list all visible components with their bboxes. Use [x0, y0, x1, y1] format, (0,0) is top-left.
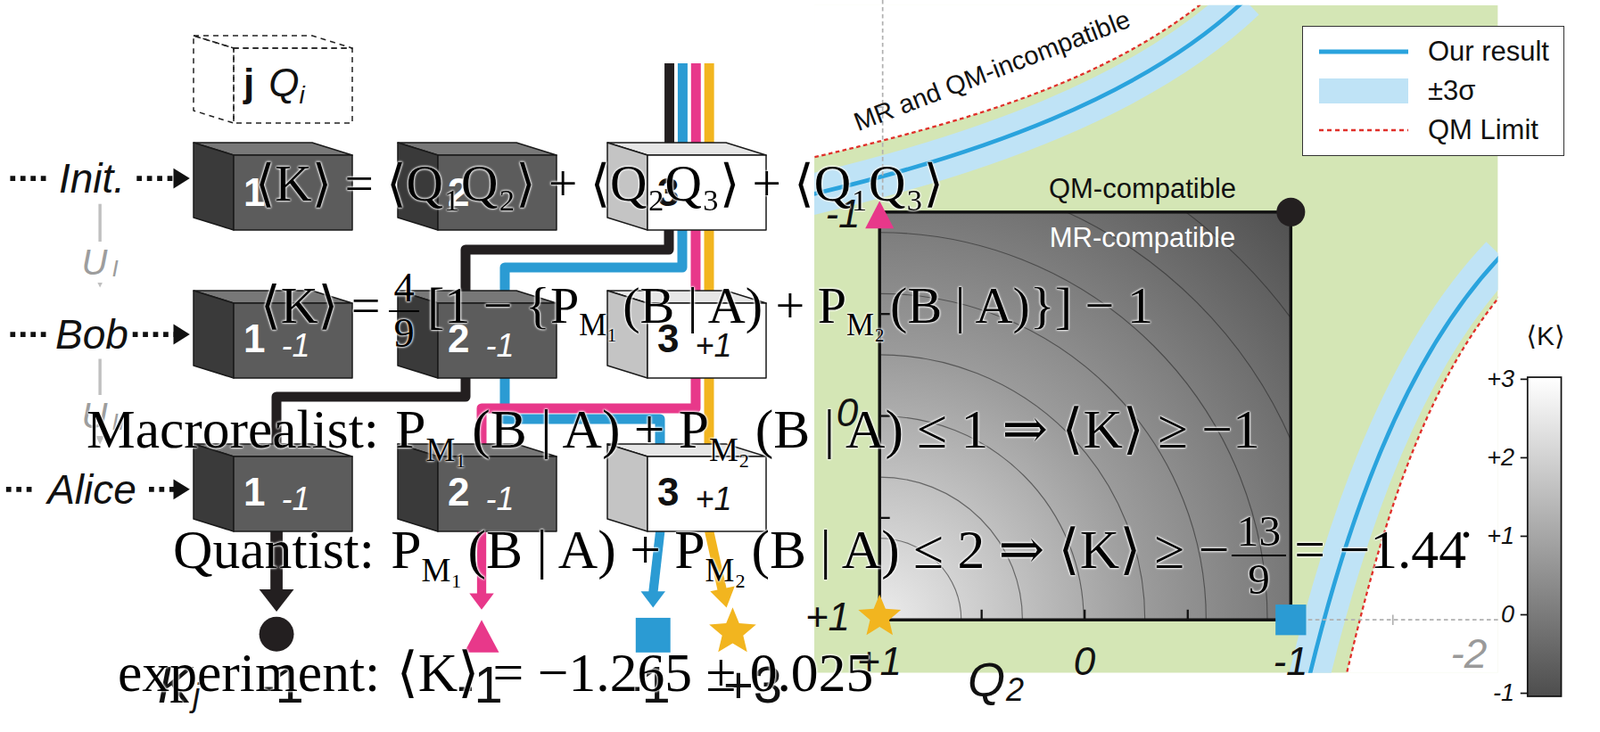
equation-subscript: M₁: [578, 307, 618, 343]
region-label: QM-compatible: [1048, 173, 1237, 206]
k-value-map: [308, 49, 1452, 732]
cube-index: j: [243, 60, 255, 105]
axis-title: Q: [967, 651, 1006, 708]
fraction-numerator: 13: [1231, 508, 1287, 555]
operator-label: U: [80, 241, 110, 283]
legend-row: ±3σ: [1319, 71, 1550, 111]
cube-symbol: Q: [268, 60, 299, 105]
legend-swatch: [1319, 78, 1409, 104]
colorbar-tick: 0: [1501, 601, 1515, 629]
colorbar: [1520, 377, 1562, 697]
cube-index: 1: [243, 470, 265, 514]
cube-label-row: jQi: [243, 61, 306, 110]
cube-side-face: [193, 142, 234, 231]
row-label: Alice: [47, 466, 137, 514]
cube-label-row: 1 -1: [243, 470, 311, 518]
axis-tick-label: +1: [805, 594, 850, 641]
equation-text: P: [395, 398, 426, 460]
equation: experiment: ⟨K⟩ = −1.265 ± 0.025: [117, 640, 874, 707]
fraction-denominator: 9: [388, 310, 420, 356]
axis-tick-label: -1: [1272, 639, 1308, 685]
key-cube: jQi: [193, 35, 353, 124]
fraction: 49: [388, 266, 420, 356]
equation-subscript: M₂: [705, 552, 747, 589]
equation-text: = −1.44̇: [1294, 519, 1467, 580]
colorbar-tick: +2: [1486, 444, 1515, 472]
equation-subscript: M₁: [426, 431, 468, 469]
colorbar-tick: -1: [1492, 679, 1515, 708]
row-label: Init.: [58, 155, 125, 203]
region-label: MR-compatible: [1049, 222, 1236, 255]
equation-text: (B | A) ≤ 2 ⇒ ⟨K⟩ ≥ −: [751, 519, 1230, 580]
equation-text: experiment:: [117, 642, 380, 703]
legend-text: ±3σ: [1427, 74, 1476, 108]
input-lines: [669, 63, 710, 143]
legend-text: QM Limit: [1427, 114, 1539, 147]
cube-top-face: [193, 35, 353, 49]
axis-tick-label: -2: [1451, 630, 1488, 678]
legend-line: [1319, 129, 1409, 132]
legend-line: [1319, 49, 1409, 55]
cube-index: 3: [657, 470, 679, 514]
equation-text: P: [390, 519, 421, 580]
legend-line-sample: [1319, 121, 1409, 140]
equation-text: (B | A) + P: [467, 519, 705, 580]
axis-title-subscript: 2: [1006, 671, 1024, 709]
legend-row: Our result: [1319, 32, 1550, 72]
equation-text: (B | A)}] − 1: [890, 276, 1154, 335]
cube-label-row: 2 -1: [447, 470, 515, 518]
cube-value: -1: [280, 480, 310, 518]
equation-text: (B | A) + P: [471, 398, 710, 460]
cube-symbol: i: [298, 81, 305, 109]
equation-text: Macrorealist:: [86, 398, 380, 460]
equation-subscript: M₂: [846, 307, 885, 343]
equation-text: (B | A) ≤ 1 ⇒ ⟨K⟩ ≥ −1: [755, 398, 1261, 460]
colorbar-title: ⟨K⟩: [1525, 321, 1565, 353]
equation: ⟨K⟩ =49[1 − {PM₁(B | A) + PM₂(B | A)}] −…: [260, 266, 1154, 356]
cube-side-face: [193, 290, 234, 379]
equation-text: ⟨K⟩ =: [260, 276, 381, 335]
fraction-denominator: 9: [1231, 554, 1287, 603]
fraction: 139: [1231, 508, 1287, 603]
axis-tick-label: 0: [1073, 639, 1096, 685]
colorbar-tick: +1: [1486, 522, 1515, 551]
equation-text: Quantist:: [173, 519, 375, 580]
equation-subscript: M₂: [709, 431, 751, 469]
cube-front-face: [233, 48, 353, 124]
colorbar-tick: +3: [1486, 365, 1515, 394]
equation-text: ⟨K⟩ = −1.265 ± 0.025: [396, 642, 875, 703]
legend-line-sample: [1319, 42, 1409, 61]
row-label: Bob: [55, 311, 129, 359]
cube-value: -1: [485, 480, 514, 518]
legend-row: QM Limit: [1319, 110, 1550, 150]
equation: Macrorealist:PM₁(B | A) + PM₂(B | A) ≤ 1…: [86, 396, 1261, 471]
equation-text: [1 − {P: [427, 276, 579, 335]
cube-index: 2: [447, 470, 470, 514]
cube-value: +1: [694, 480, 732, 518]
equation-text: ⟨K⟩ = ⟨Q₁Q₂⟩ + ⟨Q₂Q₃⟩ + ⟨Q₁Q₃⟩: [255, 155, 944, 212]
cube-side-face: [193, 35, 234, 124]
fraction-numerator: 4: [388, 266, 420, 311]
legend-text: Our result: [1427, 35, 1550, 68]
equation-subscript: M₁: [421, 552, 463, 589]
cube-label-row: 3 +1: [657, 470, 733, 518]
legend-box: Our result ±3σ QM Limit: [1302, 25, 1565, 157]
equation: Quantist:PM₁(B | A) + PM₂(B | A) ≤ 2 ⇒ ⟨…: [173, 508, 1467, 603]
operator-subscript: I: [109, 255, 120, 283]
equation: ⟨K⟩ = ⟨Q₁Q₂⟩ + ⟨Q₂Q₃⟩ + ⟨Q₁Q₃⟩: [255, 153, 944, 215]
equation-text: (B | A) + P: [622, 276, 847, 335]
